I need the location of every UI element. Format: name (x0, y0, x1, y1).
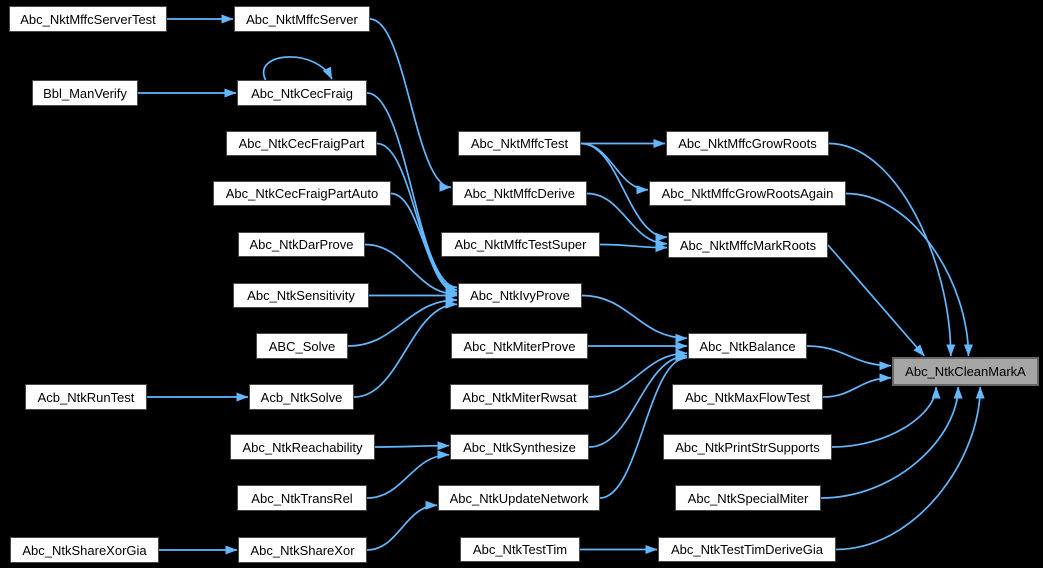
graph-node-label: Abc_NktMffcGrowRootsAgain (661, 186, 834, 201)
graph-node-Abc_NktMffcDerive[interactable]: Abc_NktMffcDerive (452, 181, 587, 206)
graph-node-Abc_NtkCecFraigPart[interactable]: Abc_NtkCecFraigPart (226, 131, 377, 156)
graph-node-Abc_NtkShareXorGia[interactable]: Abc_NtkShareXorGia (10, 537, 159, 563)
graph-node-label: Abc_NtkMaxFlowTest (685, 389, 810, 405)
edge-ABC_Solve-to-Abc_NtkIvyProve (347, 295, 458, 347)
graph-node-Abc_NtkMiterProve[interactable]: Abc_NtkMiterProve (451, 333, 588, 359)
graph-node-label: Abc_NtkCecFraigPart (238, 136, 365, 151)
edges-group (138, 14, 985, 555)
edge-Abc_NtkSpecialMiter-to-Abc_NtkCleanMarkA (820, 386, 963, 499)
graph-node-label: Acb_NtkRunTest (37, 389, 135, 405)
graph-node-label: Abc_NktMffcTest (470, 136, 569, 151)
edge-Abc_NktMffcDerive-to-Abc_NktMffcMarkRoots (586, 192, 668, 249)
graph-node-Abc_NktMffcTestSuper[interactable]: Abc_NktMffcTestSuper (441, 232, 600, 257)
graph-node-label: Abc_NtkUpdateNetwork (449, 490, 589, 506)
graph-node-label: Abc_NtkIvyProve (470, 288, 570, 303)
graph-node-Abc_NtkTransRel[interactable]: Abc_NtkTransRel (237, 485, 367, 511)
edge-Acb_NtkSolve-to-Abc_NtkIvyProve (353, 299, 458, 398)
edge-Abc_NtkPrintStrSupports-to-Abc_NtkCleanMarkA (831, 386, 941, 448)
graph-node-Abc_NtkReachability[interactable]: Abc_NtkReachability (230, 434, 375, 460)
graph-node-label: Abc_NtkSensitivity (247, 288, 355, 303)
graph-node-Abc_NtkDarProve[interactable]: Abc_NtkDarProve (238, 232, 365, 257)
graph-node-Abc_NtkShareXor[interactable]: Abc_NtkShareXor (238, 537, 367, 563)
graph-node-ABC_Solve[interactable]: ABC_Solve (256, 333, 348, 359)
graph-node-label: Abc_NtkBalance (699, 338, 796, 354)
graph-node-label: Abc_NtkDarProve (249, 237, 354, 252)
graph-node-label: Bbl_ManVerify (43, 85, 127, 101)
graph-node-label: Abc_NtkShareXor (250, 542, 355, 558)
graph-node-label: Acb_NtkSolve (260, 389, 343, 405)
graph-node-label: Abc_NktMffcMarkRoots (679, 237, 817, 253)
graph-node-Abc_NtkCecFraigPartAuto[interactable]: Abc_NtkCecFraigPartAuto (213, 181, 391, 206)
graph-node-Abc_NtkCleanMarkA: Abc_NtkCleanMarkA (892, 357, 1039, 386)
edge-Abc_NtkCecFraigPartAuto-to-Abc_NtkIvyProve (390, 192, 458, 297)
edge-Abc_NktMffcServer-to-Abc_NktMffcDerive (369, 18, 452, 192)
graph-node-Abc_NktMffcMarkRoots[interactable]: Abc_NktMffcMarkRoots (668, 232, 828, 258)
graph-node-label: Abc_NtkTransRel (251, 490, 353, 506)
graph-node-label: ABC_Solve (268, 338, 336, 354)
graph-node-label: Abc_NtkCecFraigPartAuto (225, 186, 379, 201)
graph-node-label: Abc_NtkSpecialMiter (687, 490, 809, 506)
graph-node-Abc_NtkTestTim[interactable]: Abc_NtkTestTim (460, 537, 580, 562)
graph-node-label: Abc_NtkPrintStrSupports (675, 439, 820, 455)
graph-node-Abc_NtkSensitivity[interactable]: Abc_NtkSensitivity (233, 283, 369, 308)
edge-Abc_NtkShareXor-to-Abc_NtkUpdateNetwork (366, 500, 438, 551)
graph-node-label: Abc_NtkMiterProve (463, 338, 576, 354)
graph-node-Abc_NtkCecFraig[interactable]: Abc_NtkCecFraig (237, 80, 367, 106)
graph-node-Abc_NtkIvyProve[interactable]: Abc_NtkIvyProve (458, 283, 582, 308)
edge-Abc_NktMffcGrowRoots-to-Abc_NtkCleanMarkA (828, 142, 956, 357)
edge-Abc_NtkTestTimDeriveGia-to-Abc_NtkCleanMarkA (835, 386, 985, 551)
graph-node-Bbl_ManVerify[interactable]: Bbl_ManVerify (32, 80, 138, 106)
graph-node-Abc_NtkTestTimDeriveGia[interactable]: Abc_NtkTestTimDeriveGia (658, 537, 836, 562)
graph-node-Abc_NtkMiterRwsat[interactable]: Abc_NtkMiterRwsat (450, 384, 589, 410)
edge-Abc_NtkMaxFlowTest-to-Abc_NtkCleanMarkA (822, 373, 892, 398)
edge-Abc_NtkCecFraigPart-to-Abc_NtkIvyProve (376, 142, 458, 295)
graph-node-label: Abc_NktMffcServerTest (20, 11, 156, 27)
edge-Abc_NtkReachability-to-Abc_NtkSynthesize (374, 441, 450, 451)
graph-node-label: Abc_NtkTestTim (472, 542, 568, 557)
graph-node-label: Abc_NtkSynthesize (463, 439, 576, 455)
graph-node-label: Abc_NtkShareXorGia (22, 542, 147, 558)
graph-node-Abc_NktMffcGrowRoots[interactable]: Abc_NktMffcGrowRoots (666, 131, 829, 156)
graph-node-Abc_NtkSynthesize[interactable]: Abc_NtkSynthesize (450, 434, 589, 460)
graph-node-Abc_NtkBalance[interactable]: Abc_NtkBalance (688, 333, 807, 359)
graph-node-Acb_NtkRunTest[interactable]: Acb_NtkRunTest (25, 384, 147, 410)
edge-Abc_NtkDarProve-to-Abc_NtkIvyProve (364, 243, 458, 299)
graph-node-Abc_NktMffcServer[interactable]: Abc_NktMffcServer (234, 6, 370, 32)
graph-node-label: Abc_NtkTestTimDeriveGia (671, 542, 823, 557)
edge-Abc_NtkSynthesize-to-Abc_NtkBalance (588, 351, 688, 448)
graph-node-Abc_NtkSpecialMiter[interactable]: Abc_NtkSpecialMiter (675, 485, 821, 511)
edge-Abc_NtkTransRel-to-Abc_NtkSynthesize (366, 450, 450, 499)
edge-Abc_NktMffcTest-to-Abc_NktMffcMarkRoots (580, 142, 668, 242)
graph-node-label: Abc_NktMffcGrowRoots (678, 136, 817, 151)
graph-node-label: Abc_NtkMiterRwsat (462, 389, 577, 405)
graph-node-Abc_NtkUpdateNetwork[interactable]: Abc_NtkUpdateNetwork (438, 485, 600, 511)
graph-node-label: Abc_NktMffcServer (246, 11, 358, 27)
edge-Abc_NtkMiterRwsat-to-Abc_NtkBalance (588, 348, 688, 398)
graph-node-label: Abc_NktMffcDerive (463, 186, 575, 201)
edge-Abc_NktMffcGrowRootsAgain-to-Abc_NtkCleanMarkA (845, 192, 973, 357)
graph-node-label: Abc_NktMffcTestSuper (454, 237, 587, 252)
graph-node-label: Abc_NtkCleanMarkA (905, 364, 1026, 379)
edge-self-Abc_NtkCecFraig (262, 56, 333, 81)
edge-Abc_NtkCecFraig-to-Abc_NtkIvyProve (366, 92, 458, 292)
edge-Abc_NktMffcMarkRoots-to-Abc_NtkCleanMarkA (827, 244, 925, 357)
edge-Abc_NtkUpdateNetwork-to-Abc_NtkBalance (599, 353, 688, 499)
edge-Abc_NtkIvyProve-to-Abc_NtkBalance (581, 294, 688, 343)
graph-node-label: Abc_NtkCecFraig (251, 85, 353, 101)
graph-node-Abc_NtkMaxFlowTest[interactable]: Abc_NtkMaxFlowTest (672, 384, 823, 410)
graph-node-Abc_NktMffcGrowRootsAgain[interactable]: Abc_NktMffcGrowRootsAgain (649, 181, 846, 206)
graph-node-Acb_NtkSolve[interactable]: Acb_NtkSolve (249, 384, 354, 410)
edge-Abc_NtkBalance-to-Abc_NtkCleanMarkA (806, 345, 892, 371)
graph-node-Abc_NktMffcServerTest[interactable]: Abc_NktMffcServerTest (9, 6, 167, 32)
graph-node-label: Abc_NtkReachability (242, 439, 363, 455)
graph-node-Abc_NktMffcTest[interactable]: Abc_NktMffcTest (458, 131, 581, 156)
graph-node-Abc_NtkPrintStrSupports[interactable]: Abc_NtkPrintStrSupports (663, 434, 832, 460)
edge-Abc_NktMffcTestSuper-to-Abc_NktMffcMarkRoots (599, 243, 668, 253)
